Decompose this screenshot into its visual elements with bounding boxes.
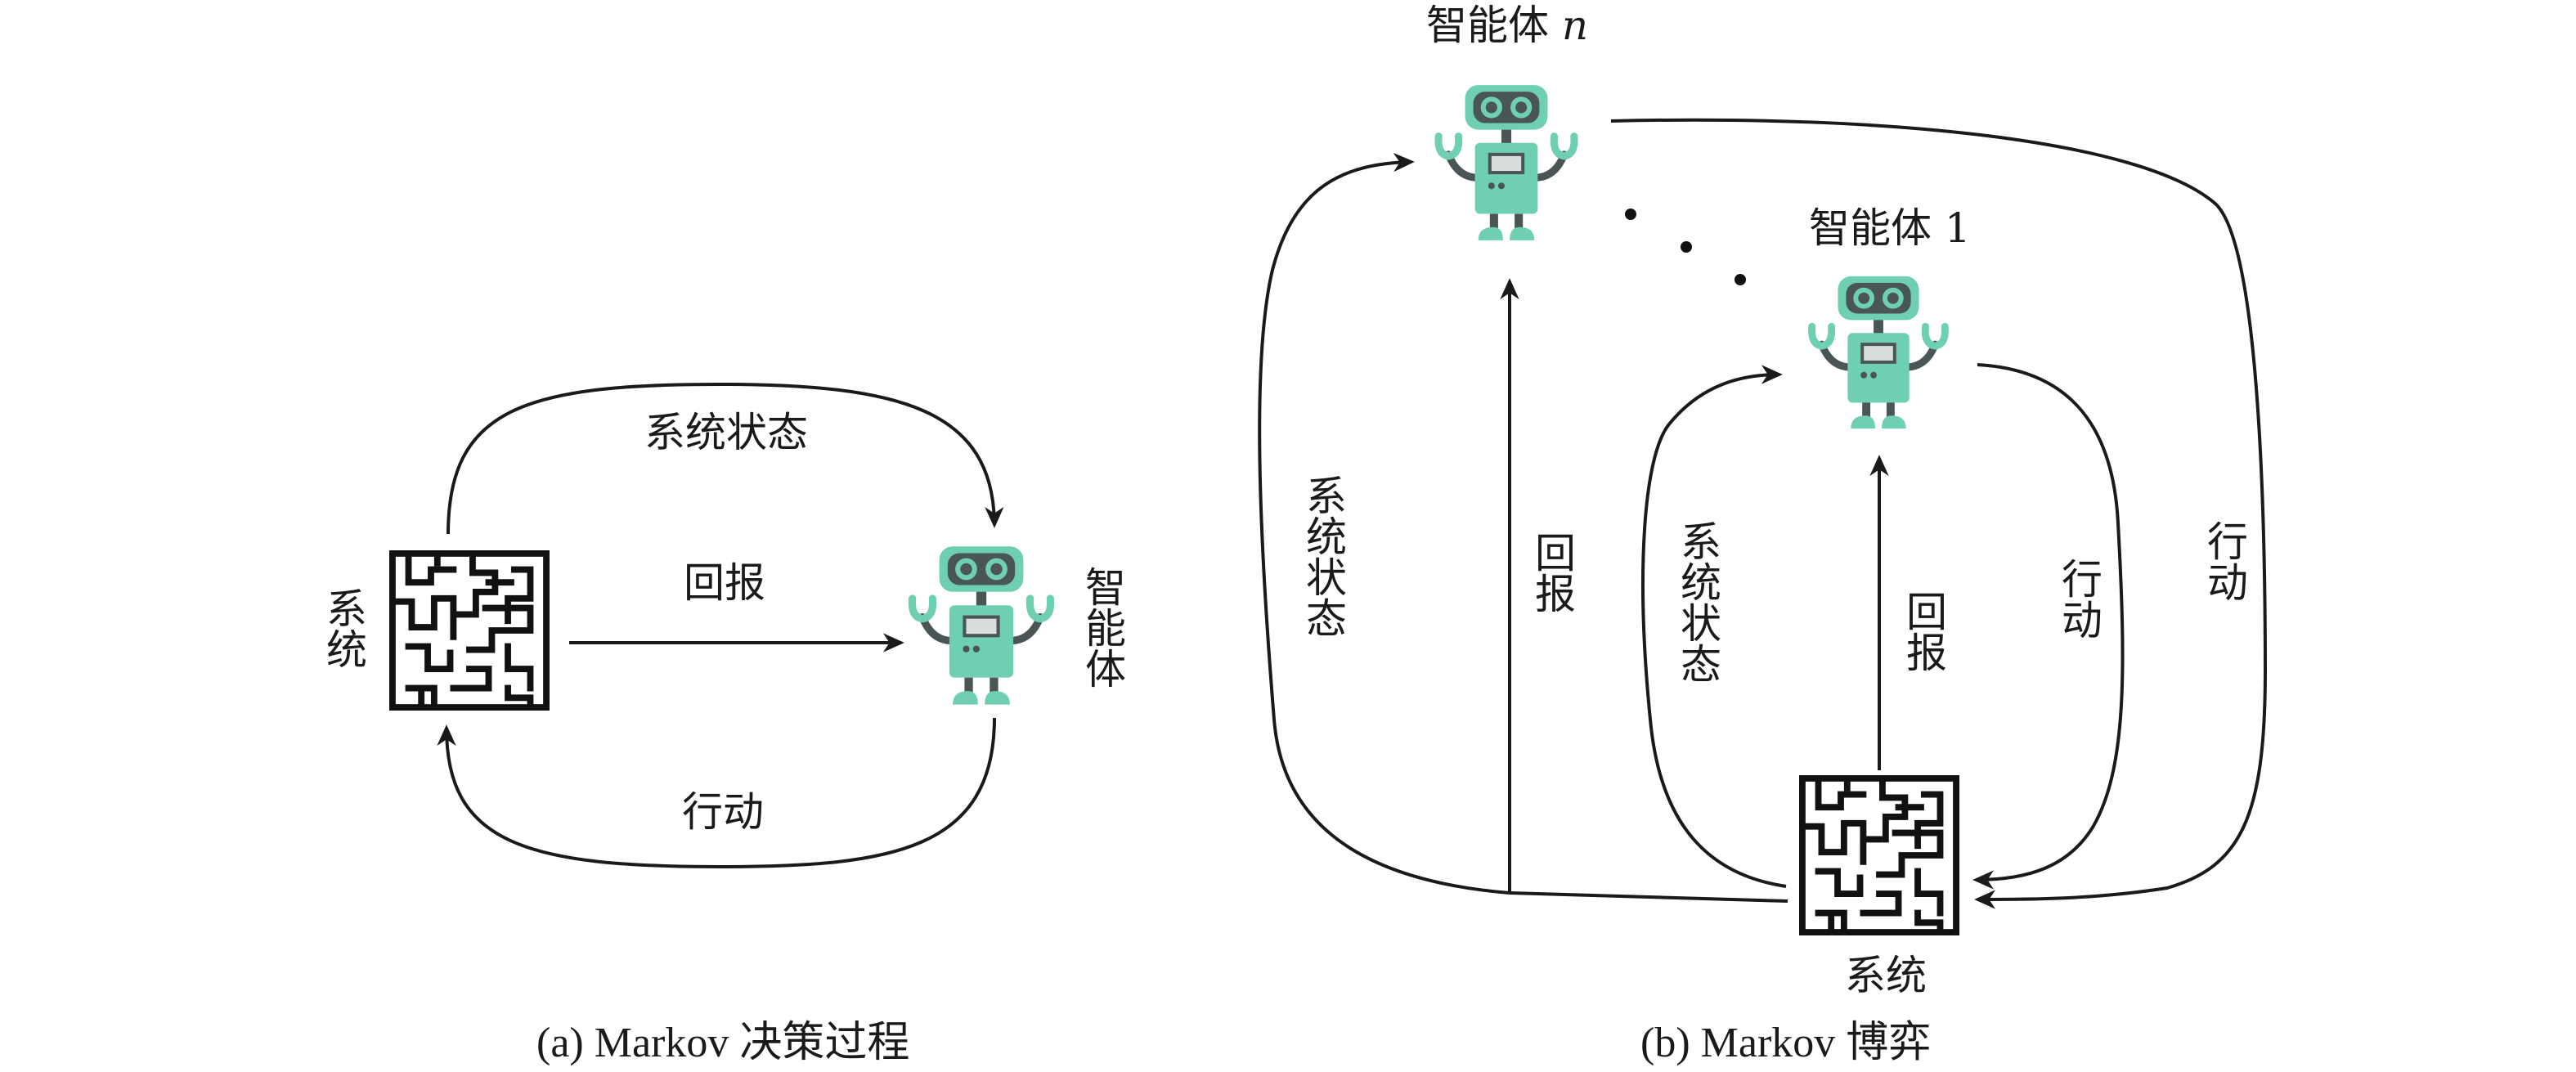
panel-b — [1258, 85, 2268, 932]
label-b-state-outer: 系统状态 — [1299, 474, 1347, 638]
label-a-action: 行动 — [682, 788, 764, 836]
label-agent-n-index: n — [1561, 2, 1589, 49]
edge-base-line — [1509, 891, 1788, 903]
label-a-state: 系统状态 — [644, 409, 808, 456]
ellipsis-dot — [1735, 274, 1746, 285]
label-agent-1: 智能体 1 — [1809, 204, 1971, 252]
system-maze-icon — [393, 554, 546, 707]
caption-a: (a) Markov 决策过程 — [536, 1020, 910, 1066]
label-a-agent: 智能体 — [1079, 566, 1126, 689]
label-agent-n-text: 智能体 — [1426, 2, 1549, 49]
caption-b: (b) Markov 博弈 — [1640, 1020, 1932, 1066]
panel-a — [393, 382, 1051, 869]
label-b-reward-inner: 回报 — [1900, 590, 1947, 672]
agent-1-robot-icon — [1812, 276, 1945, 428]
edge-action-arrow — [437, 717, 996, 869]
agent-n-robot-icon — [1438, 85, 1574, 240]
label-b-action-outer: 行动 — [2201, 520, 2248, 602]
edge-state-outer-arrow — [1258, 152, 1510, 895]
ellipsis-dot — [1681, 241, 1692, 253]
label-agent-n: 智能体 n — [1426, 5, 1588, 46]
agent-robot-icon — [912, 546, 1050, 704]
edge-action-inner-arrow — [1972, 363, 2125, 890]
label-a-system: 系统 — [320, 587, 367, 669]
edge-state-arrow — [447, 382, 1004, 535]
label-b-state-inner: 系统状态 — [1674, 520, 1721, 684]
edge-action-outer-arrow — [1610, 118, 2268, 909]
label-a-reward: 回报 — [684, 559, 765, 607]
edge-state-inner-arrow — [1641, 365, 1787, 888]
label-b-reward-outer: 回报 — [1528, 532, 1576, 613]
label-b-action-inner: 行动 — [2055, 558, 2103, 639]
ellipsis-dot — [1625, 209, 1636, 220]
system-maze-icon-b — [1802, 778, 1956, 932]
label-b-system: 系统 — [1845, 952, 1927, 999]
